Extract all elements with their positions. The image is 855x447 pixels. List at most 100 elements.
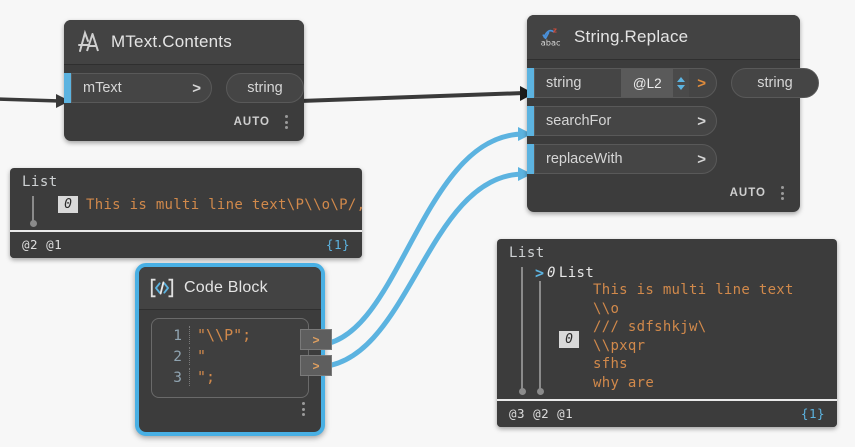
tree-dot — [29, 220, 37, 227]
kebab-menu-icon[interactable] — [779, 184, 786, 202]
node-mtext-contents[interactable]: MText.Contents mText > string — [64, 20, 304, 141]
code-line: 3 "; — [162, 368, 298, 389]
value-line: \\pxqr — [593, 337, 646, 354]
child-label: List — [558, 265, 595, 281]
value-line: This is multi line text — [593, 282, 794, 298]
list-item[interactable]: 0 This is multi line text\P\\o\P/, — [58, 196, 362, 213]
code-block-outputs: > > — [300, 329, 332, 376]
abac-string-icon: z abac — [539, 24, 565, 50]
chevron-down-icon[interactable] — [677, 84, 686, 90]
widget-value[interactable]: @L2 — [621, 69, 674, 97]
port-expand-chevron-icon[interactable]: > — [192, 79, 201, 97]
svg-text:abac: abac — [541, 38, 561, 48]
tree-line-outer — [521, 267, 523, 392]
line-number: 2 — [173, 349, 182, 365]
value-line: /// sdfshkjw\ — [593, 319, 707, 335]
line-text: "; — [189, 368, 215, 386]
svg-text:z: z — [553, 27, 557, 35]
output-port-0[interactable]: > — [300, 329, 332, 350]
watch-body: List 0 This is multi line text\P\\o\P/, — [10, 168, 362, 230]
line-number: 1 — [173, 328, 182, 344]
item-value: This is multi line text\P\\o\P/, — [86, 196, 362, 213]
item-index-badge: 0 — [58, 196, 78, 213]
port-label: string — [757, 75, 793, 91]
list-child-header[interactable]: > 0 List — [535, 264, 594, 282]
port-label: mText — [83, 80, 122, 96]
spinner-stepper[interactable] — [673, 69, 690, 97]
node-title: Code Block — [184, 279, 268, 296]
tree-dot-outer — [518, 388, 526, 395]
line-text: " — [189, 347, 206, 365]
port-connector-bar[interactable] — [64, 73, 71, 103]
auto-label: AUTO — [233, 116, 270, 128]
port-connector-bar[interactable] — [527, 144, 534, 174]
mtext-aa-icon — [76, 29, 102, 55]
watch-footer: @3 @2 @1 {1} — [497, 399, 837, 427]
item-value-lines: This is multi line text \\o /// sdfshkjw… — [593, 281, 794, 392]
chevron-up-icon[interactable] — [677, 76, 686, 82]
port-expand-chevron-icon[interactable]: > — [697, 74, 706, 92]
port-connector-bar[interactable] — [527, 106, 534, 136]
watch-footer: @2 @1 {1} — [10, 230, 362, 258]
watch-node-right[interactable]: List > 0 List 0 This is multi line text … — [497, 239, 837, 427]
value-line: why are — [593, 374, 655, 391]
input-port-replacewith[interactable]: replaceWith > — [527, 144, 717, 174]
code-editor[interactable]: 1 "\\P"; 2 " 3 "; — [151, 318, 309, 398]
string-value-widget[interactable]: @L2 — [621, 69, 690, 97]
kebab-menu-icon[interactable] — [300, 400, 307, 418]
port-label: searchFor — [546, 113, 612, 129]
auto-label: AUTO — [729, 187, 766, 199]
value-line: \\o — [593, 300, 620, 317]
node-title: MText.Contents — [111, 32, 232, 51]
input-port-mtext[interactable]: mText > — [64, 73, 212, 103]
child-index: 0 — [547, 265, 556, 281]
watch-item-count: {1} — [800, 406, 825, 421]
node-body: mText > string AUTO — [64, 65, 304, 141]
code-brackets-icon — [149, 275, 175, 301]
node-inner: Code Block 1 "\\P"; 2 " 3 "; — [139, 267, 321, 432]
node-footer: AUTO — [527, 182, 800, 206]
item-index-badge: 0 — [559, 331, 579, 348]
port-label: string — [247, 80, 283, 96]
code-line: 1 "\\P"; — [162, 326, 298, 347]
input-port-string[interactable]: string @L2 > — [527, 68, 717, 98]
watch-item-count: {1} — [325, 237, 350, 252]
port-pill[interactable]: mText > — [71, 73, 212, 103]
line-text: "\\P"; — [189, 326, 251, 344]
port-connector-bar[interactable] — [527, 68, 534, 98]
node-header[interactable]: z abac String.Replace — [527, 15, 800, 60]
watch-root-label: List — [22, 174, 58, 190]
code-line: 2 " — [162, 347, 298, 368]
watch-root-label: List — [509, 245, 545, 261]
port-label: string — [546, 75, 582, 91]
node-footer: AUTO — [64, 111, 304, 135]
node-header[interactable]: MText.Contents — [64, 20, 304, 65]
port-expand-chevron-icon[interactable]: > — [697, 150, 706, 168]
watch-node-ids: @3 @2 @1 — [509, 406, 574, 421]
node-body: 1 "\\P"; 2 " 3 "; — [139, 318, 321, 432]
value-line: sfhs — [593, 356, 628, 372]
port-label: replaceWith — [546, 151, 623, 167]
port-expand-chevron-icon[interactable]: > — [697, 112, 706, 130]
port-pill[interactable]: replaceWith > — [534, 144, 717, 174]
line-number: 3 — [173, 370, 182, 386]
output-port-string[interactable]: string — [226, 73, 304, 103]
port-pill[interactable]: string @L2 > — [534, 68, 717, 98]
output-port-string[interactable]: string — [731, 68, 819, 98]
expand-caret-icon[interactable]: > — [535, 264, 545, 282]
tree-line-inner — [539, 281, 541, 392]
watch-node-left[interactable]: List 0 This is multi line text\P\\o\P/, … — [10, 168, 362, 258]
port-pill[interactable]: searchFor > — [534, 106, 717, 136]
watch-node-ids: @2 @1 — [22, 237, 63, 252]
node-string-replace[interactable]: z abac String.Replace string @L2 — [527, 15, 819, 212]
node-title: String.Replace — [574, 27, 689, 46]
node-code-block[interactable]: Code Block 1 "\\P"; 2 " 3 "; — [135, 263, 332, 436]
node-body: string @L2 > — [527, 60, 819, 212]
input-port-searchfor[interactable]: searchFor > — [527, 106, 717, 136]
watch-body: List > 0 List 0 This is multi line text … — [497, 239, 837, 399]
tree-dot-inner — [536, 388, 544, 395]
output-port-1[interactable]: > — [300, 355, 332, 376]
kebab-menu-icon[interactable] — [283, 113, 290, 131]
node-header[interactable]: Code Block — [139, 267, 321, 310]
